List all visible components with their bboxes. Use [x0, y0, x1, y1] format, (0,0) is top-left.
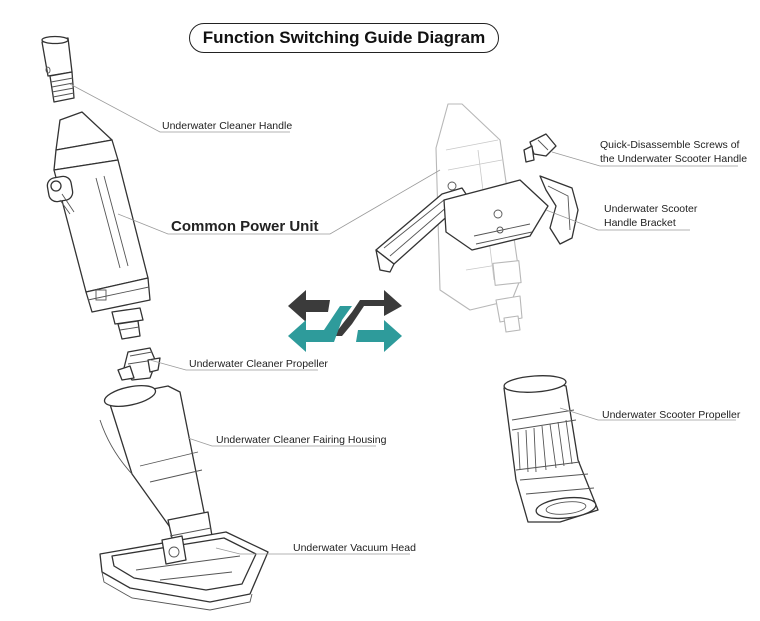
page-title: Function Switching Guide Diagram: [189, 23, 499, 53]
label-scooter-propeller: Underwater Scooter Propeller: [602, 409, 741, 421]
label-vacuum-head: Underwater Vacuum Head: [293, 542, 416, 554]
switch-arrows-icon: [288, 290, 402, 352]
label-cleaner-handle: Underwater Cleaner Handle: [162, 120, 293, 132]
quick-screws-illustration: [523, 133, 557, 163]
vacuum-head-illustration: [99, 531, 269, 611]
cleaner-propeller-illustration: [117, 347, 161, 381]
power-unit-illustration: [46, 111, 151, 340]
label-quick-screws-line2: the Underwater Scooter Handle: [600, 153, 748, 165]
label-quick-screws-line1: Quick-Disassemble Screws of: [600, 139, 740, 151]
label-fairing-housing: Underwater Cleaner Fairing Housing: [216, 434, 387, 446]
fairing-housing-illustration: [99, 385, 215, 557]
cleaner-handle-illustration: [41, 35, 75, 103]
label-handle-bracket-line2: Handle Bracket: [604, 217, 676, 229]
leader-lines: [69, 83, 738, 555]
label-handle-bracket-line1: Underwater Scooter: [604, 203, 698, 215]
handle-bracket-illustration: [443, 179, 549, 251]
label-power-unit: Common Power Unit: [171, 218, 319, 235]
label-cleaner-propeller: Underwater Cleaner Propeller: [189, 358, 328, 370]
scooter-propeller-illustration: [503, 375, 599, 523]
